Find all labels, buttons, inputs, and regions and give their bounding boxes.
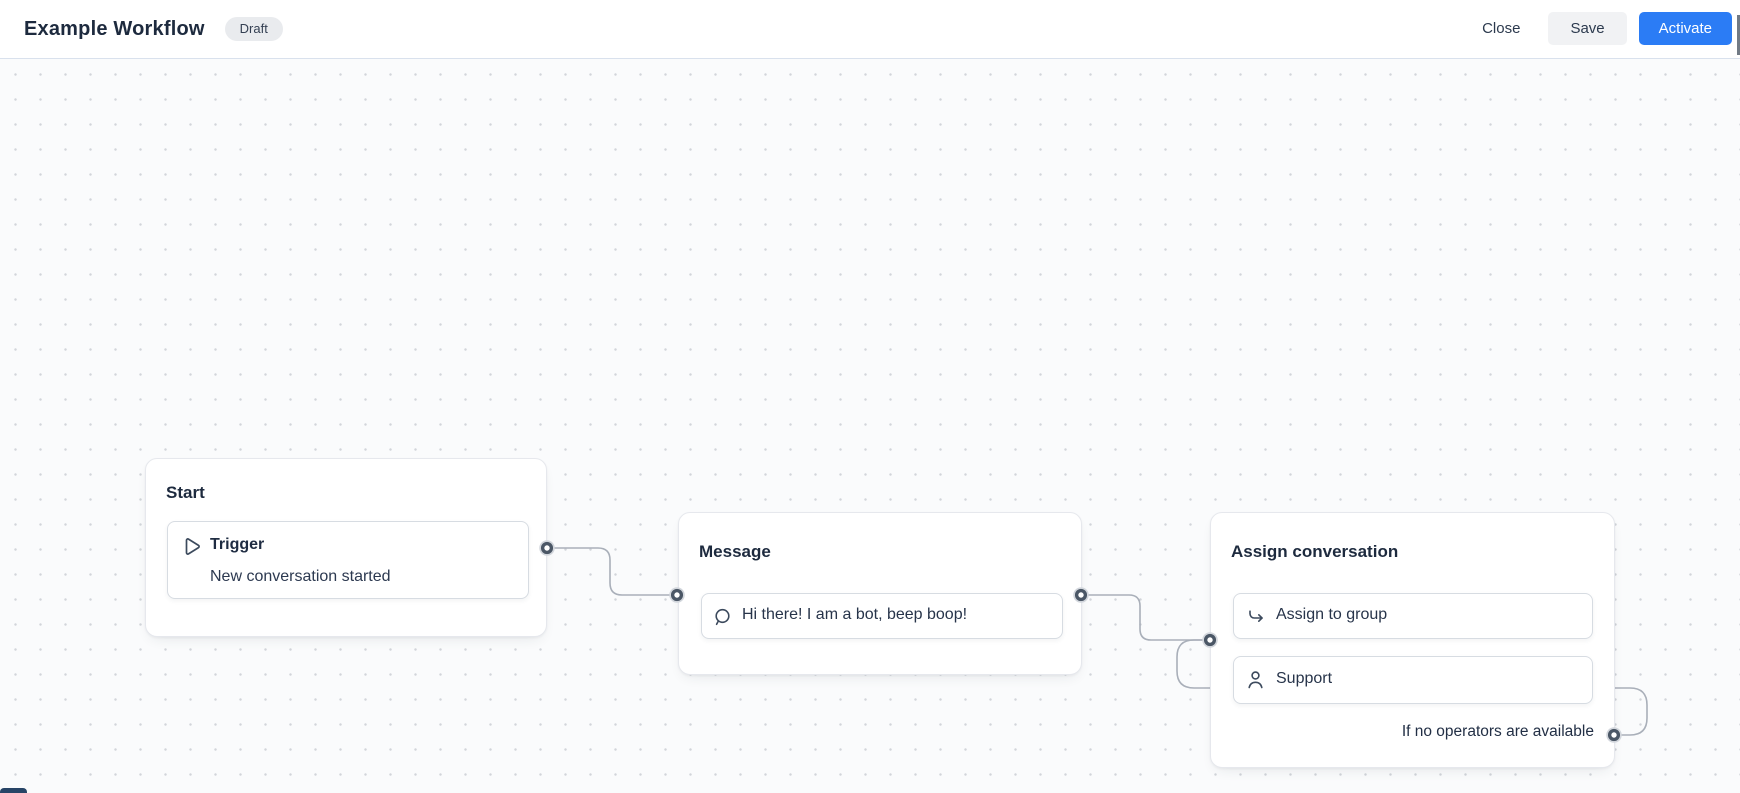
assign-to-group-label: Assign to group: [1276, 606, 1388, 623]
node-message-title: Message: [699, 542, 771, 561]
chat-bubble-icon: [713, 608, 731, 632]
header-actions: Close Save Activate: [1468, 12, 1732, 45]
assign-arrow-icon: [1247, 608, 1265, 629]
chat-widget-peek[interactable]: [0, 788, 27, 793]
scrollbar-thumb[interactable]: [1737, 15, 1740, 55]
node-start-title: Start: [166, 483, 205, 502]
activate-button[interactable]: Activate: [1638, 12, 1732, 45]
save-button[interactable]: Save: [1548, 12, 1627, 45]
node-message[interactable]: Message Hi there! I am a bot, beep boop!: [678, 512, 1082, 675]
trigger-title: Trigger: [210, 536, 265, 553]
trigger-card[interactable]: Trigger New conversation started: [167, 521, 529, 599]
assign-to-group-card[interactable]: Assign to group: [1233, 593, 1593, 639]
fallback-branch-label: If no operators are available: [1401, 723, 1594, 740]
node-start[interactable]: Start Trigger New conversation started: [145, 458, 547, 637]
close-button[interactable]: Close: [1468, 12, 1534, 45]
play-icon: [183, 537, 200, 561]
message-card[interactable]: Hi there! I am a bot, beep boop!: [701, 593, 1063, 639]
node-assign-title: Assign conversation: [1231, 542, 1399, 561]
workflow-canvas[interactable]: Start Trigger New conversation started M…: [0, 59, 1740, 793]
trigger-subtitle: New conversation started: [210, 568, 391, 585]
header-bar: Example Workflow Draft Close Save Activa…: [0, 0, 1740, 59]
wire-start-to-message: [547, 547, 677, 596]
status-badge: Draft: [224, 17, 283, 41]
support-group-card[interactable]: Support: [1233, 656, 1593, 704]
page-title: Example Workflow: [24, 17, 205, 40]
wire-message-to-assign: [1081, 594, 1210, 641]
node-assign-conversation[interactable]: Assign conversation Assign to group Supp…: [1210, 512, 1615, 768]
support-group-label: Support: [1276, 670, 1333, 687]
user-icon: [1247, 670, 1264, 695]
message-text: Hi there! I am a bot, beep boop!: [742, 606, 968, 623]
